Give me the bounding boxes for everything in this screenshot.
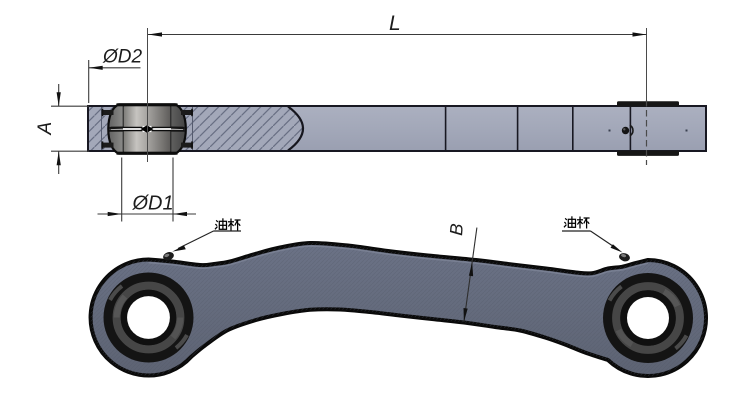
- svg-text:ØD2: ØD2: [102, 47, 143, 68]
- svg-text:L: L: [389, 12, 401, 35]
- svg-text:A: A: [35, 122, 56, 136]
- svg-text:ØD1: ØD1: [132, 193, 174, 215]
- svg-text:B: B: [446, 223, 467, 237]
